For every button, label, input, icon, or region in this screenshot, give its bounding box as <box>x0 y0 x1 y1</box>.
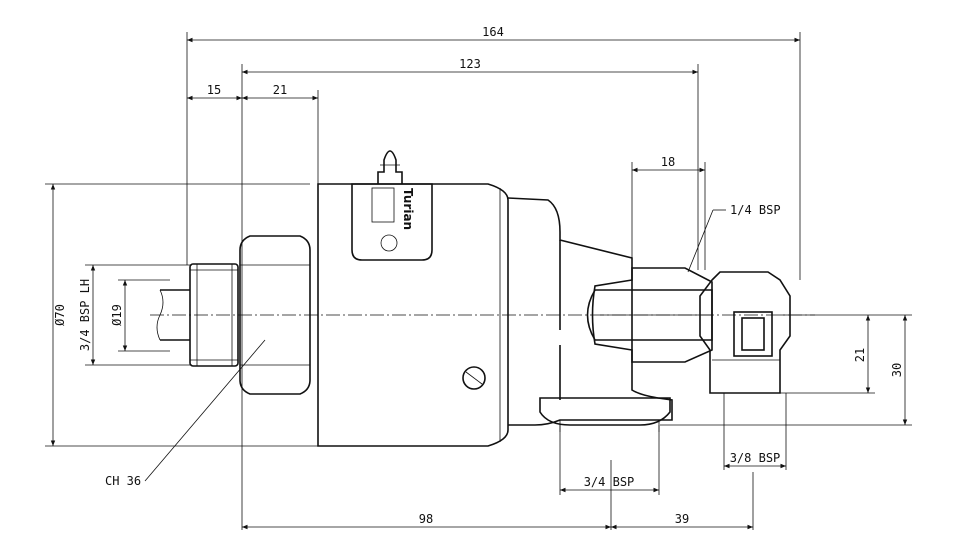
label-hex-size: CH 36 <box>105 474 141 488</box>
label-top-port-thread: 1/4 BSP <box>730 203 781 217</box>
label-bottom-port-thread: 3/4 BSP <box>584 475 635 489</box>
extension-lines <box>45 32 912 530</box>
dim-right-height-large: 30 <box>890 363 904 377</box>
label-side-port-thread: 3/8 BSP <box>730 451 781 465</box>
dim-length-123: 123 <box>459 57 481 71</box>
label-inlet-thread: 3/4 BSP LH <box>78 279 92 351</box>
dim-bottom-right: 39 <box>675 512 689 526</box>
dim-bottom-left: 98 <box>419 512 433 526</box>
swivel-joint-body <box>156 150 791 447</box>
dim-right-height-small: 21 <box>853 348 867 362</box>
dim-overall-length: 164 <box>482 25 504 39</box>
dim-left-offset: 15 <box>207 83 221 97</box>
brand-label: Turian <box>401 188 415 230</box>
leader-lines <box>144 209 726 482</box>
dim-bore-diameter: Ø19 <box>110 304 124 326</box>
dim-nut-length: 21 <box>273 83 287 97</box>
dim-outer-diameter: Ø70 <box>53 304 67 326</box>
dimension-lines <box>50 37 908 530</box>
dim-outlet-width: 18 <box>661 155 675 169</box>
